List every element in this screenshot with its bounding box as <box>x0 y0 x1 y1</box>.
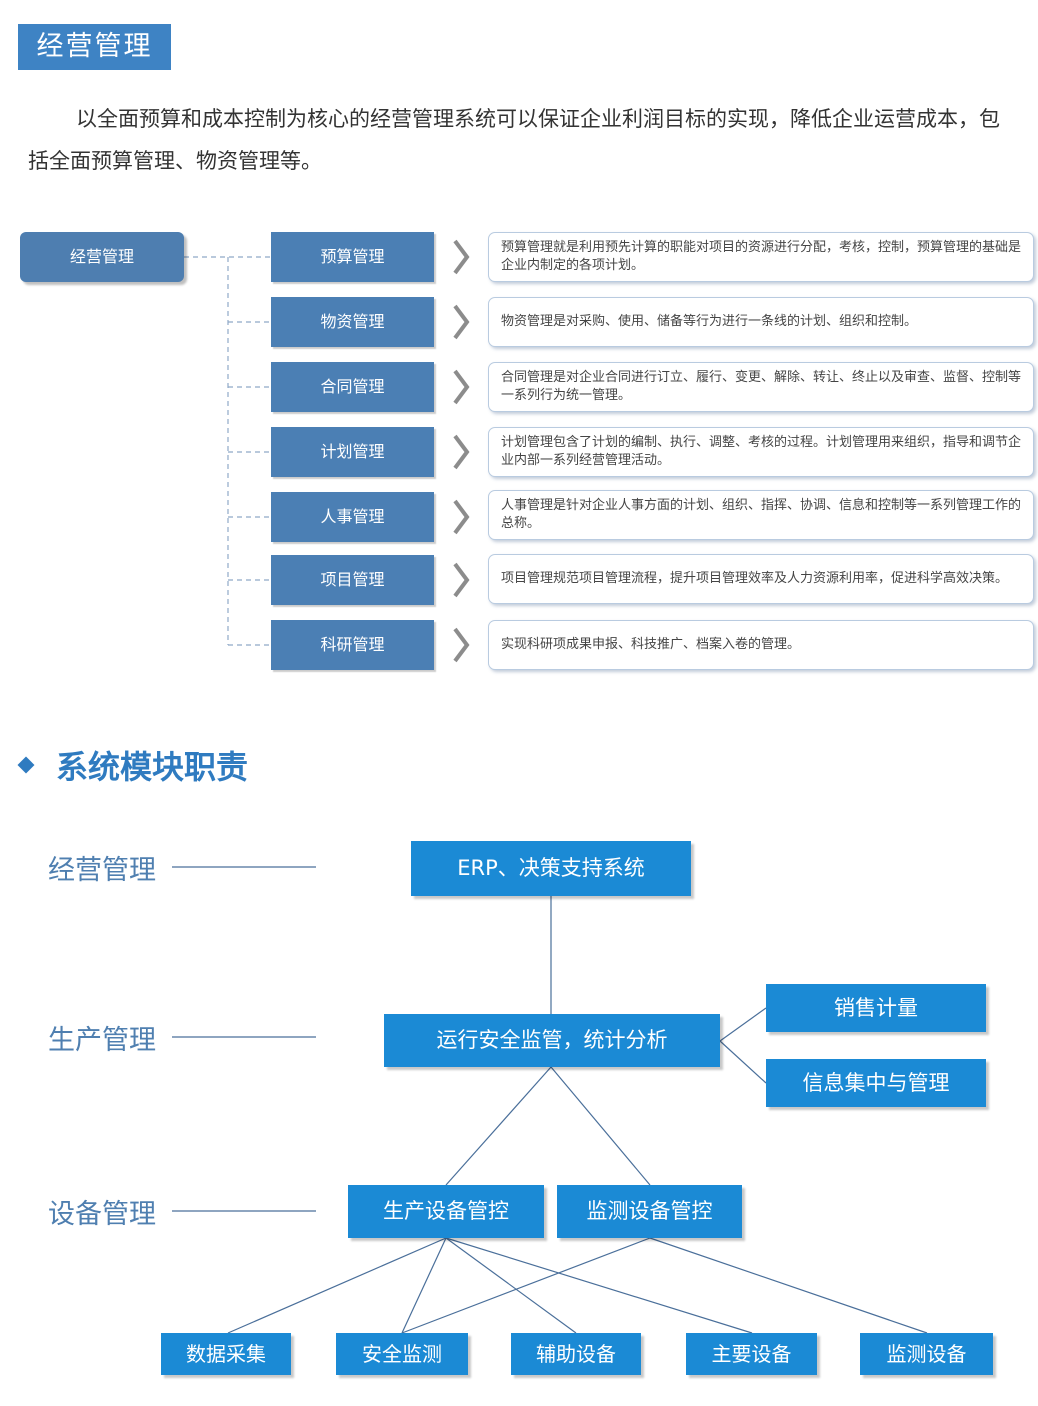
erp-box: ERP、决策支持系统 <box>411 841 691 896</box>
module-desc-research: 实现科研项成果申报、科技推广、档案入卷的管理。 <box>488 620 1034 670</box>
chevron-right-icon <box>453 434 470 470</box>
module-box-plan: 计划管理 <box>271 427 434 477</box>
module-desc-materials: 物资管理是对采购、使用、储备等行为进行一条线的计划、组织和控制。 <box>488 297 1034 347</box>
chevron-right-icon <box>453 239 470 275</box>
module-box-project: 项目管理 <box>271 555 434 605</box>
chevron-right-icon <box>453 627 470 663</box>
info-management-box: 信息集中与管理 <box>766 1059 986 1107</box>
module-desc-budget: 预算管理就是利用预先计算的职能对项目的资源进行分配，考核，控制，预算管理的基础是… <box>488 232 1034 282</box>
chevron-right-icon <box>453 304 470 340</box>
page-title-badge: 经营管理 <box>18 24 171 70</box>
module-box-materials: 物资管理 <box>271 297 434 347</box>
level-label-top: 经营管理 <box>48 855 156 886</box>
section-heading-text: 系统模块职责 <box>56 748 249 786</box>
section-heading: 系统模块职责 <box>17 742 249 788</box>
module-box-contract: 合同管理 <box>271 362 434 412</box>
chevron-right-icon <box>453 562 470 598</box>
leaf-auxiliary-equipment: 辅助设备 <box>511 1333 641 1375</box>
level-label-mid: 生产管理 <box>48 1025 156 1056</box>
intro-paragraph: 以全面预算和成本控制为核心的经营管理系统可以保证企业利润目标的实现，降低企业运营… <box>28 107 1000 173</box>
module-desc-hr: 人事管理是针对企业人事方面的计划、组织、指挥、协调、信息和控制等一系列管理工作的… <box>488 490 1034 540</box>
module-box-hr: 人事管理 <box>271 492 434 542</box>
leaf-monitoring-equipment: 监测设备 <box>860 1333 993 1375</box>
module-desc-plan: 计划管理包含了计划的编制、执行、调整、考核的过程。计划管理用来组织，指导和调节企… <box>488 427 1034 477</box>
module-box-budget: 预算管理 <box>271 232 434 282</box>
module-desc-project: 项目管理规范项目管理流程，提升项目管理效率及人力资源利用率，促进科学高效决策。 <box>488 554 1034 604</box>
chevron-right-icon <box>453 369 470 405</box>
module-desc-contract: 合同管理是对企业合同进行订立、履行、变更、解除、转让、终止以及审查、监督、控制等… <box>488 362 1034 412</box>
safety-monitor-box: 运行安全监管，统计分析 <box>384 1014 720 1067</box>
leaf-main-equipment: 主要设备 <box>686 1333 817 1375</box>
leaf-data-collection: 数据采集 <box>161 1333 291 1375</box>
sales-metering-box: 销售计量 <box>766 984 986 1032</box>
leaf-safety-monitoring: 安全监测 <box>336 1333 468 1375</box>
monitoring-equipment-box: 监测设备管控 <box>557 1185 742 1238</box>
module-box-research: 科研管理 <box>271 620 434 670</box>
production-equipment-box: 生产设备管控 <box>348 1185 544 1238</box>
level-label-bottom: 设备管理 <box>48 1199 156 1230</box>
chevron-right-icon <box>453 499 470 535</box>
tree-root-node: 经营管理 <box>20 232 184 282</box>
